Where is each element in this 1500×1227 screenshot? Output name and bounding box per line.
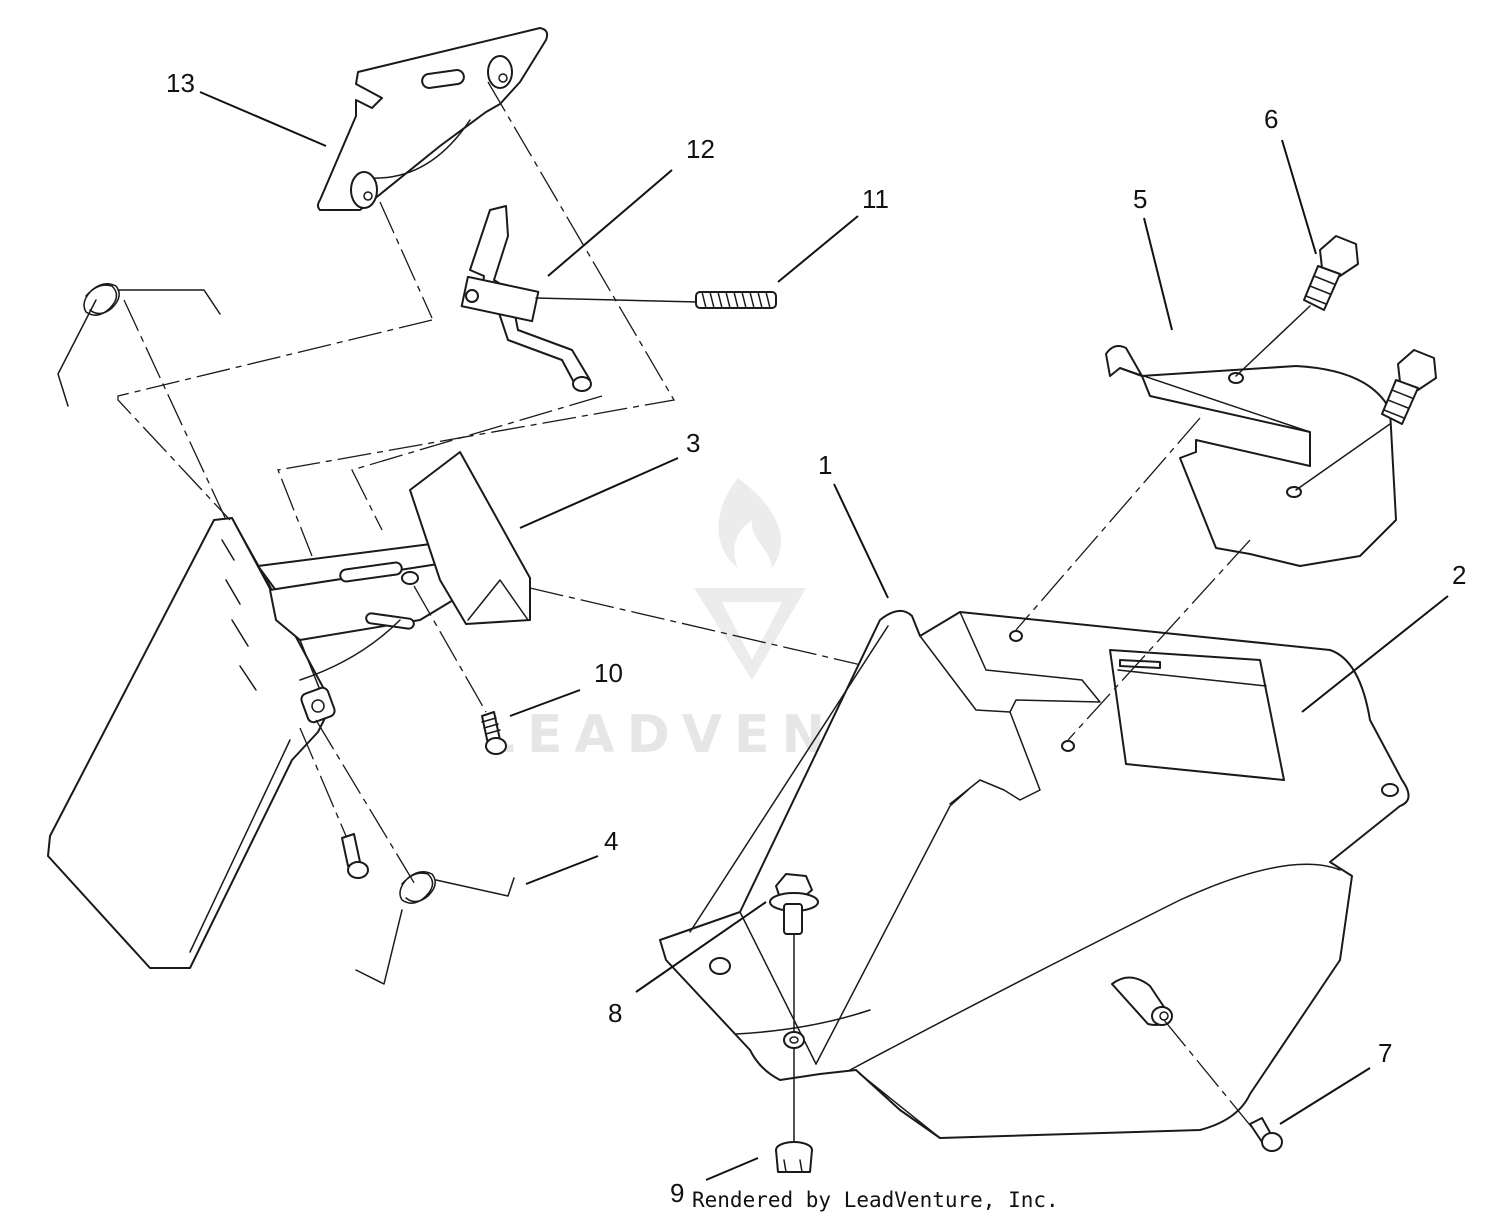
leader-3 [519,457,679,529]
callout-1: 1 [818,450,832,480]
callout-6: 6 [1264,104,1278,134]
part-1-2-housing [659,609,1410,1139]
callout-10: 10 [594,658,623,688]
leader-11 [777,215,859,283]
part-10-screw [413,585,507,755]
leader-lines [199,91,1449,1181]
part-4-torsion-spring [355,871,515,985]
part-12-rod [460,205,592,392]
part-13-pedal-plate [317,27,549,211]
leader-5 [1143,217,1173,331]
callout-labels: 13 12 11 6 5 3 1 2 10 4 8 7 9 [166,68,1466,1208]
leader-8 [635,901,767,993]
leader-9 [705,1157,759,1181]
leader-1 [833,483,889,599]
pedal-screw [299,727,369,879]
part-7-screw [1249,1117,1283,1152]
part-5-cover-bracket [1105,345,1397,567]
leader-2 [1301,595,1449,713]
callout-5: 5 [1133,184,1147,214]
callout-7: 7 [1378,1038,1392,1068]
callout-4: 4 [604,826,618,856]
torsion-spring-upper [57,283,229,525]
leader-12 [547,169,673,277]
callout-9: 9 [670,1178,684,1208]
rendered-by-credit: Rendered by LeadVenture, Inc. [692,1188,1059,1212]
leader-6 [1281,139,1317,255]
part-11-extension-spring [535,291,777,309]
part-7-spacer [1111,976,1255,1131]
part-8-flange-bolt [769,873,819,1147]
leader-7 [1279,1067,1371,1125]
callout-11: 11 [862,184,889,214]
callout-2: 2 [1452,560,1466,590]
leader-13 [199,91,327,147]
callout-3: 3 [686,428,700,458]
leader-4 [525,855,599,885]
part-6-bolt [1235,235,1359,377]
part-6-bolt-second [1295,349,1437,491]
assembly-lines-right [1015,417,1251,741]
part-3-pivot-bracket [257,451,531,681]
part-9-nut [775,1141,813,1173]
leader-10 [509,689,581,717]
callout-12: 12 [686,134,715,164]
callout-13: 13 [166,68,195,98]
callout-8: 8 [608,998,622,1028]
